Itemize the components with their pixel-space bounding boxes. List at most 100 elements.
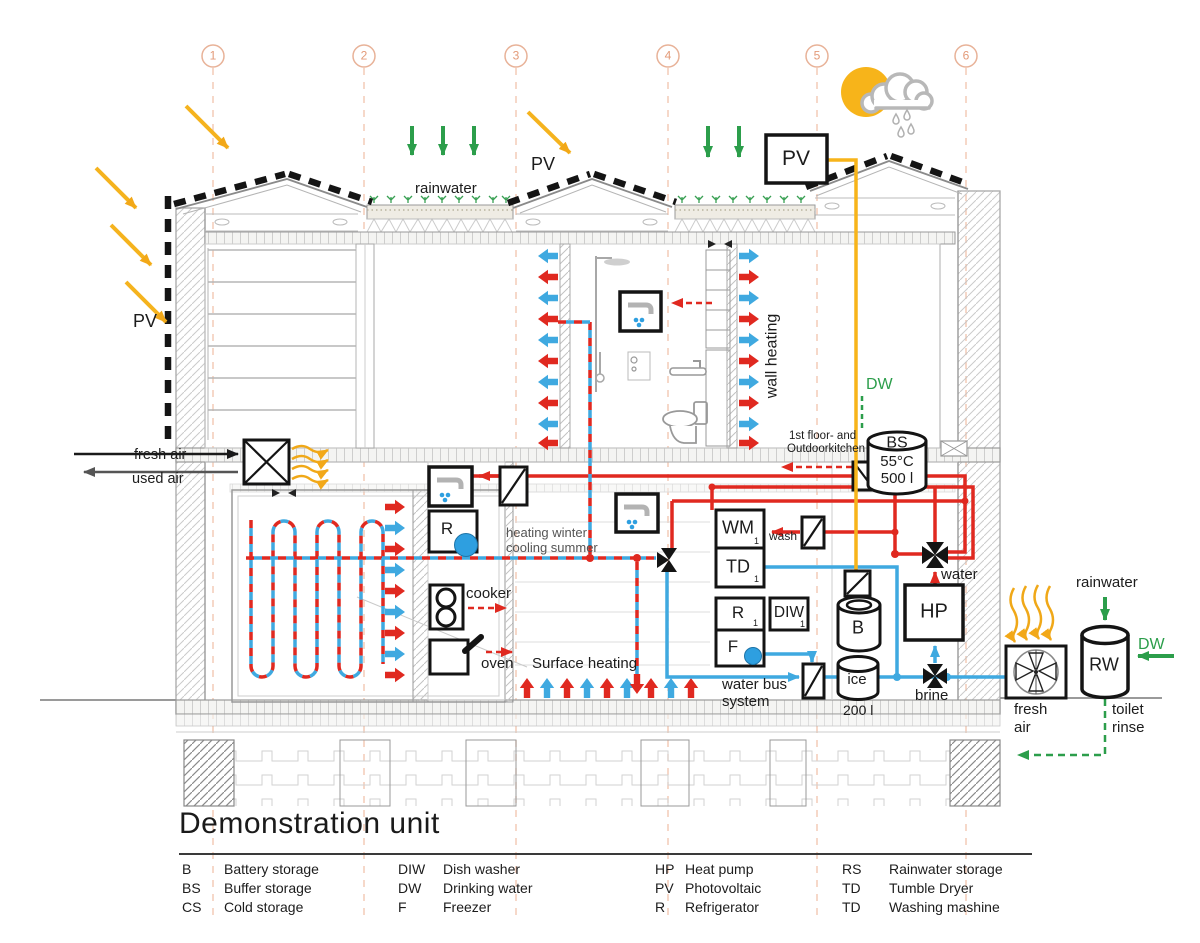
buffer-storage-abbr: BS xyxy=(886,434,908,452)
freezer-label: F xyxy=(727,637,739,657)
ice-storage-label: ice xyxy=(847,671,867,689)
kitchen-refrigerator-label: R xyxy=(440,519,454,539)
fresh-air-outside-line1: fresh xyxy=(1014,701,1048,718)
buffer-storage-cylinder xyxy=(866,430,928,496)
battery-cylinder xyxy=(836,595,882,653)
valve-box-kitchen xyxy=(498,465,529,507)
legend-divider xyxy=(179,853,1032,855)
bathroom-wall-right xyxy=(726,243,738,449)
tap-icon-kitchen-upper xyxy=(427,465,474,508)
valve-box-wash xyxy=(800,515,826,550)
foundation xyxy=(183,739,1001,807)
drinking-water-lines xyxy=(860,396,1174,760)
toilet-rinse-line1: toilet xyxy=(1112,701,1144,718)
refrigerator-box xyxy=(714,596,766,632)
bathroom-wall-left xyxy=(559,243,571,449)
oven-label: oven xyxy=(481,655,514,672)
used-air-label: used air xyxy=(132,471,184,487)
wash-label: wash xyxy=(769,529,798,543)
first-floor-note-line1: 1st floor- and xyxy=(789,430,857,442)
rainwater-tank-label: RW xyxy=(1089,654,1119,675)
surface-heating-label: Surface heating xyxy=(532,655,638,672)
rainwater-roof-label: rainwater xyxy=(415,180,477,197)
wall-heating-label: wall heating xyxy=(763,313,781,399)
dishwasher-label: DIW xyxy=(773,603,805,621)
three-way-valve-heating xyxy=(657,548,677,572)
heat-exchanger-waves xyxy=(291,444,329,490)
window-shutter-slats xyxy=(207,248,357,440)
wall-heating-arrows-bathroom-left xyxy=(538,248,558,451)
tumble-dryer-subscript: 1 xyxy=(754,574,760,584)
fan-icon xyxy=(1004,644,1068,700)
wall-heating-arrows-bathroom-right xyxy=(739,248,759,451)
grid-bubble-3: 3 xyxy=(512,48,520,63)
cloud-icon xyxy=(860,72,934,114)
buffer-storage-volume: 500 l xyxy=(880,470,914,488)
roof-gables xyxy=(175,160,969,210)
pv-panel-roof-strips xyxy=(173,152,970,208)
valve-box-bus xyxy=(801,662,826,700)
brine-flow-label: brine xyxy=(915,687,949,704)
oven-icon xyxy=(428,634,484,676)
surface-heating-arrows xyxy=(519,678,699,698)
dw-upper-label: DW xyxy=(866,376,893,393)
water-flow-label: water xyxy=(941,566,978,583)
rainwater-storage-cylinder xyxy=(1080,624,1130,700)
building-architecture xyxy=(40,160,1162,807)
cooling-summer-note: cooling summer xyxy=(506,540,598,555)
ceiling-band xyxy=(204,231,956,245)
tumble-dryer-label: TD xyxy=(726,556,750,577)
roof-plants-icon xyxy=(369,195,806,203)
grid-bubble-4: 4 xyxy=(664,48,672,63)
pv-box-label: PV xyxy=(781,146,811,170)
fresh-air-outside-line2: air xyxy=(1014,719,1031,736)
ice-storage-cylinder xyxy=(836,655,880,701)
heat-exchanger-icon xyxy=(242,438,291,486)
refrigerator-subscript: 1 xyxy=(753,618,759,628)
rainwater-arrows xyxy=(407,126,744,158)
dw-right-label: DW xyxy=(1138,636,1165,653)
grid-bubbles xyxy=(201,44,978,68)
green-roof-left xyxy=(366,204,514,234)
grid-bubble-5: 5 xyxy=(813,48,821,63)
kitchen-refrigerator-dot xyxy=(454,533,478,557)
ice-volume-label: 200 l xyxy=(843,702,874,718)
door-icon xyxy=(627,351,651,381)
water-bus-label-line1: water bus xyxy=(722,676,788,693)
tap-icon-kitchen-lower xyxy=(614,492,660,534)
cooker-label: cooker xyxy=(466,585,512,602)
fresh-air-label: fresh air xyxy=(134,447,187,463)
buffer-storage-temp: 55°C xyxy=(880,453,914,471)
pv-gable-label: PV xyxy=(531,154,556,174)
washing-machine-box xyxy=(714,508,766,550)
section-markers xyxy=(272,240,732,497)
tap-icon-bathroom xyxy=(618,290,663,333)
grid-bubble-1: 1 xyxy=(209,48,217,63)
sink-icon xyxy=(669,360,707,376)
pv-wall-label: PV xyxy=(133,311,158,331)
green-roof-right xyxy=(674,204,816,234)
rainwater-right-label: rainwater xyxy=(1076,574,1138,591)
freezer-compressor-dot xyxy=(744,647,762,665)
water-bus-label-line2: system xyxy=(722,693,770,710)
grid-bubble-2: 2 xyxy=(360,48,368,63)
clerestory-bands xyxy=(205,197,955,232)
grid-bubble-6: 6 xyxy=(962,48,970,63)
refrigerator-label: R xyxy=(731,603,745,623)
sun-arrows xyxy=(94,104,572,324)
shower-icon xyxy=(595,256,630,392)
cold-room-coil xyxy=(249,519,385,679)
